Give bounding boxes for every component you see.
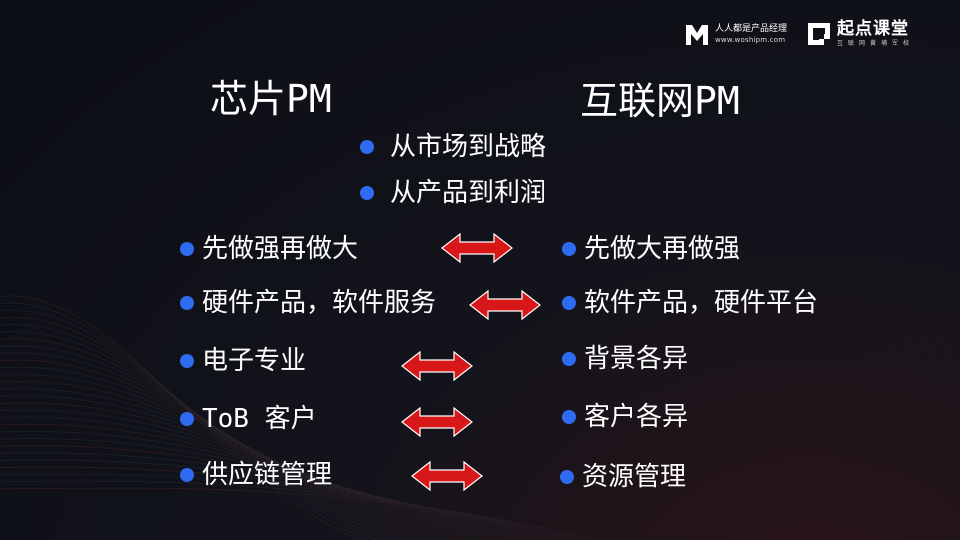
wave-line <box>0 487 602 540</box>
double-arrow-icon <box>441 232 513 264</box>
left-point-text: 供应链管理 <box>202 460 333 490</box>
wave-line <box>737 394 960 540</box>
right-point-1: 先做大再做强 <box>562 236 740 262</box>
wave-line <box>0 431 529 540</box>
bullet-icon <box>562 242 576 256</box>
bullet-icon <box>562 352 576 366</box>
wave-line <box>772 421 960 540</box>
wave-line <box>0 459 565 540</box>
wave-line <box>0 395 484 540</box>
heading-internet-pm: 互联网PM <box>580 79 740 123</box>
left-point-4: ToB 客户 <box>180 406 317 432</box>
wave-line <box>702 366 960 540</box>
right-point-5: 资源管理 <box>560 464 686 490</box>
right-point-2: 软件产品，硬件平台 <box>562 290 818 316</box>
center-point-text: 从产品到利润 <box>390 178 547 208</box>
woshipm-url: www.woshipm.com <box>715 35 786 44</box>
m-logo-icon <box>686 25 708 45</box>
heading-chip-pm: 芯片PM <box>210 77 332 121</box>
wave-line <box>631 310 960 540</box>
center-point-1: 从市场到战略 <box>360 134 546 160</box>
right-point-text: 软件产品，硬件平台 <box>584 288 819 318</box>
bullet-icon <box>360 186 374 200</box>
wave-line <box>649 324 960 540</box>
double-arrow-icon <box>411 460 483 492</box>
left-point-1: 先做强再做大 <box>180 236 358 262</box>
wave-line <box>0 366 449 540</box>
left-point-3: 电子专业 <box>180 348 306 374</box>
wave-line <box>0 423 520 540</box>
q-logo-icon <box>808 23 830 45</box>
bullet-icon <box>180 296 194 310</box>
double-arrow-icon <box>401 350 473 382</box>
left-point-text: 电子专业 <box>202 346 307 376</box>
woshipm-brand: 人人都是产品经理 www.woshipm.com <box>684 18 787 50</box>
wave-line <box>746 401 960 540</box>
wave-line <box>0 480 593 540</box>
bullet-icon <box>180 354 194 368</box>
wave-line <box>0 359 440 540</box>
right-point-3: 背景各异 <box>562 346 688 372</box>
left-point-2: 硬件产品，软件服务 <box>180 290 436 316</box>
bullet-icon <box>180 468 194 482</box>
bullet-icon <box>180 412 194 426</box>
wave-line <box>781 428 960 540</box>
wave-line <box>755 408 960 540</box>
bullet-icon <box>560 470 574 484</box>
wave-line <box>693 359 960 540</box>
right-point-text: 客户各异 <box>584 402 689 432</box>
bullet-icon <box>562 410 576 424</box>
left-point-text: ToB 客户 <box>202 404 317 434</box>
wave-line <box>640 317 960 540</box>
left-point-5: 供应链管理 <box>180 462 332 488</box>
bullet-icon <box>360 140 374 154</box>
right-point-text: 背景各异 <box>584 344 689 374</box>
double-arrow-icon <box>401 406 473 438</box>
left-point-text: 硬件产品，软件服务 <box>202 288 437 318</box>
right-point-text: 先做大再做强 <box>584 234 741 264</box>
wave-line <box>763 415 960 540</box>
wave-line <box>0 445 547 540</box>
wave-line <box>710 373 960 540</box>
wave-line <box>0 388 475 540</box>
center-point-text: 从市场到战略 <box>390 132 547 162</box>
wave-line <box>0 438 538 540</box>
wave-line <box>0 416 511 540</box>
wave-line <box>0 345 422 540</box>
left-point-text: 先做强再做大 <box>202 234 359 264</box>
bullet-icon <box>180 242 194 256</box>
wave-line <box>728 387 960 540</box>
right-point-text: 资源管理 <box>582 462 687 492</box>
qidian-brand: 起点课堂 互联网黄埔军校 <box>806 18 914 50</box>
qidian-name: 起点课堂 <box>837 19 909 39</box>
double-arrow-icon <box>469 289 541 321</box>
bullet-icon <box>562 296 576 310</box>
wave-line <box>0 409 502 540</box>
wave-line <box>666 338 960 540</box>
wave-line <box>658 331 960 540</box>
wave-line <box>0 452 556 540</box>
center-point-2: 从产品到利润 <box>360 180 546 206</box>
woshipm-name: 人人都是产品经理 <box>715 23 788 34</box>
qidian-slogan: 互联网黄埔军校 <box>837 40 915 47</box>
wave-line <box>719 380 960 540</box>
wave-line <box>684 352 960 540</box>
right-point-4: 客户各异 <box>562 404 688 430</box>
wave-line <box>0 473 584 540</box>
wave-line <box>0 381 466 540</box>
wave-line <box>0 352 431 540</box>
wave-line <box>0 373 457 540</box>
wave-line <box>0 466 575 540</box>
wave-line <box>675 345 960 540</box>
wave-line <box>0 402 493 540</box>
